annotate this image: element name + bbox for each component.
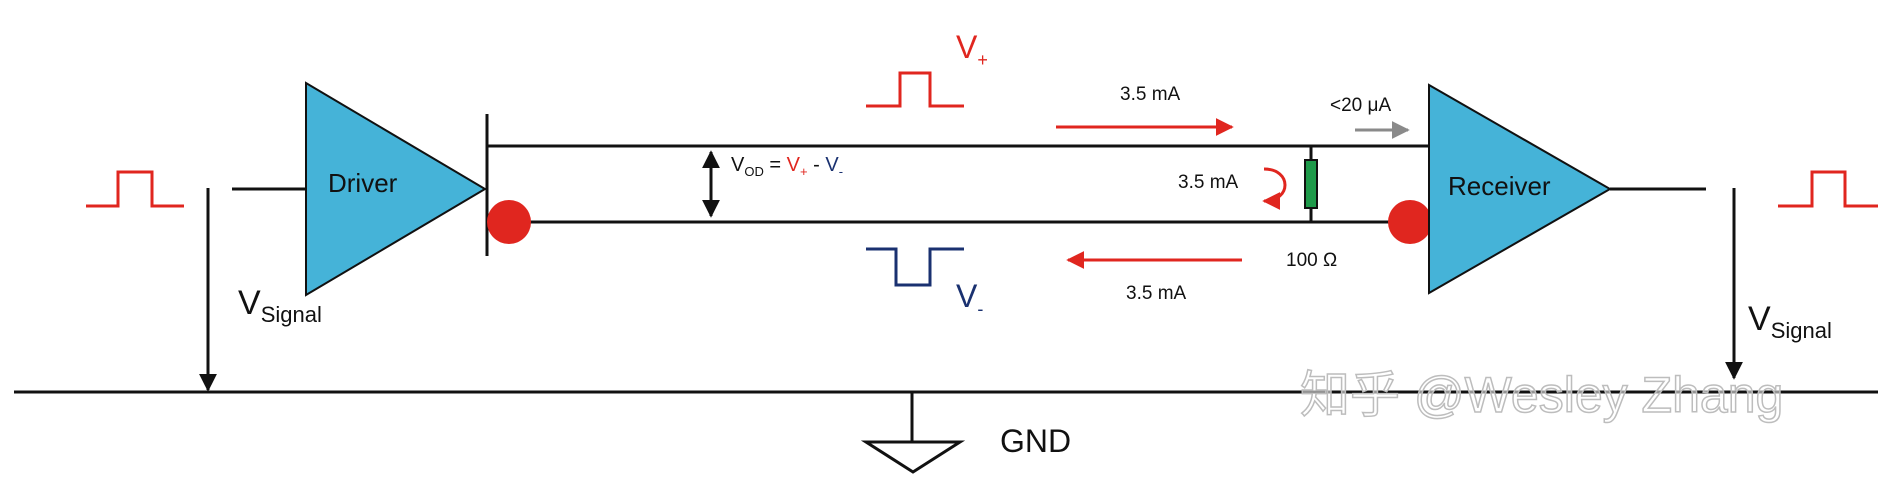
receiver-current-label: <20 μA	[1330, 95, 1391, 116]
current-loop-label: 3.5 mA	[1178, 172, 1239, 193]
resistor-label: 100 Ω	[1286, 250, 1337, 271]
v-plus-waveform	[866, 71, 964, 108]
vsignal-left-label: VSignal	[238, 284, 322, 327]
driver-label: Driver	[328, 168, 398, 198]
v-plus-label: V+	[956, 29, 988, 70]
current-top-label: 3.5 mA	[1120, 84, 1181, 105]
current-loop-arrow	[1262, 167, 1287, 210]
vod-label: VOD = V+ - V-	[731, 154, 843, 179]
v-minus-label: V-	[956, 278, 983, 319]
driver-amplifier	[305, 81, 487, 297]
watermark: 知乎 @Wesley Zhang	[1300, 367, 1783, 423]
input-pulse	[86, 170, 184, 208]
driver-termination-dot	[487, 200, 531, 244]
output-pulse	[1778, 170, 1878, 208]
ground-symbol	[860, 440, 966, 474]
gnd-label: GND	[1000, 423, 1071, 459]
vsignal-right-label: VSignal	[1748, 300, 1832, 343]
current-bottom-label: 3.5 mA	[1126, 283, 1187, 304]
receiver-label: Receiver	[1448, 171, 1551, 201]
v-minus-waveform	[866, 247, 964, 287]
receiver-termination-dot	[1388, 200, 1432, 244]
receiver-amplifier	[1428, 83, 1613, 295]
termination-resistor	[1304, 159, 1318, 209]
